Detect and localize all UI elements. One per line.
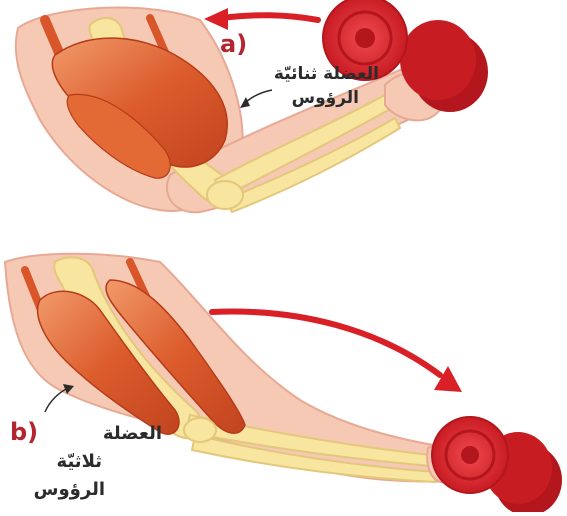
- dumbbell-b: [432, 417, 562, 512]
- biceps-label-line2: الرؤوس: [292, 88, 359, 108]
- biceps-label-line1: العضلة ثنائيّة: [274, 64, 379, 84]
- elbow-joint-b: [184, 418, 216, 442]
- elbow-joint-a: [207, 181, 243, 209]
- triceps-label-line2: ثلاثيّة: [57, 451, 102, 472]
- motion-arrow-a: [222, 15, 318, 20]
- pointer-arrow-a-head: [240, 97, 250, 108]
- triceps-label-line3: الرؤوس: [34, 479, 105, 500]
- panel-a-flexed-arm: [16, 0, 488, 212]
- pointer-arrow-a: [244, 90, 272, 104]
- panel-a-marker: a): [220, 30, 247, 58]
- motion-arrow-a-head: [204, 8, 228, 30]
- panel-b-extended-arm: [5, 254, 562, 512]
- panel-b-marker: b): [10, 418, 38, 446]
- triceps-label-line1: العضلة: [103, 423, 162, 444]
- motion-arrow-b-head: [434, 366, 462, 392]
